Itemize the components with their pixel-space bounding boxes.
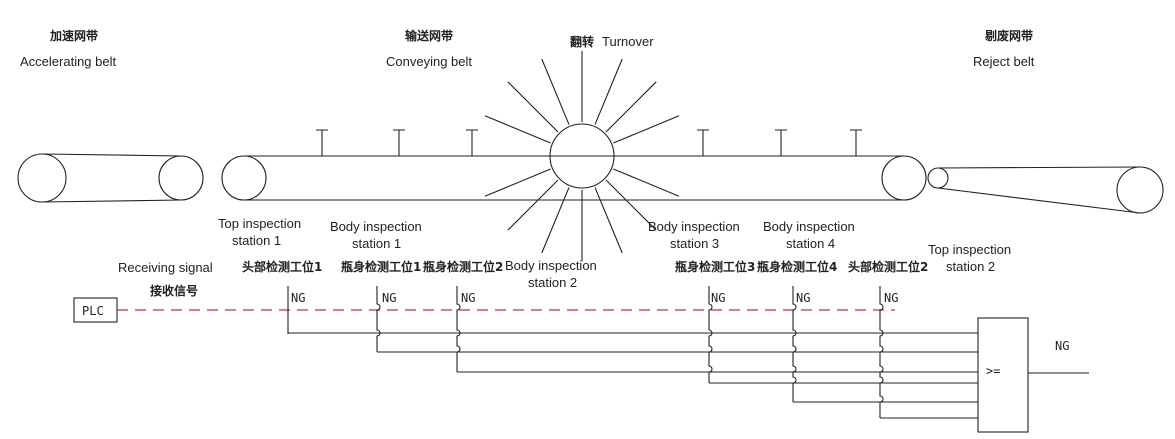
station-2-label-zh: 瓶身检测工位1 [341, 259, 421, 274]
conveying-belt [221, 155, 927, 201]
station-2-label-line1: Body inspection [330, 219, 422, 234]
station-1-label-line2: station 1 [232, 233, 281, 248]
turnover-spoke [613, 168, 680, 197]
station-5-label-line2: station 4 [786, 236, 835, 251]
turnover-spoke [605, 81, 657, 133]
turnover-spoke [594, 187, 623, 254]
reject-belt-label-zh: 剔废网带 [984, 28, 1033, 43]
turnover-spoke [541, 187, 570, 254]
receiving-signal-label-zh: 接收信号 [150, 283, 198, 298]
conveying-belt-label-zh: 输送网带 [405, 28, 453, 43]
turnover-wheel [477, 51, 687, 261]
station-2-label-line2: station 1 [352, 236, 401, 251]
reject-belt-label: Reject belt [973, 54, 1035, 69]
camera-markers [316, 129, 862, 156]
station-6-label-zh: 头部检测工位2 [848, 259, 928, 274]
accelerating-belt [17, 153, 204, 203]
ng-signal-wiring [287, 286, 978, 419]
station-5-label-line1: Body inspection [763, 219, 855, 234]
turnover-spoke [605, 179, 657, 231]
turnover-spoke [484, 168, 551, 197]
accelerating-belt-label-zh: 加速网带 [49, 28, 98, 43]
turnover-spoke [484, 115, 551, 144]
or-gate: >= NG [977, 317, 1089, 433]
ng-label-3: NG [461, 291, 475, 305]
accelerating-belt-label: Accelerating belt [20, 54, 116, 69]
reject-belt [927, 166, 1164, 214]
plc-box: PLC [73, 297, 118, 323]
ng-label-2: NG [382, 291, 396, 305]
station-3-label-line1: Body inspection [505, 258, 597, 273]
ng-output-label: NG [1055, 339, 1069, 353]
turnover-label-zh: 翻转 [570, 34, 594, 49]
station-3-label-line2: station 2 [528, 275, 577, 290]
station-4-label-line1: Body inspection [648, 219, 740, 234]
gate-label: >= [986, 364, 1000, 378]
station-6-label-line2: station 2 [946, 259, 995, 274]
ng-label-6: NG [884, 291, 898, 305]
station-1-label-zh: 头部检测工位1 [242, 259, 322, 274]
station-4-label-zh: 瓶身检测工位3 [675, 259, 755, 274]
station-1-label-line1: Top inspection [218, 216, 301, 231]
turnover-spoke [507, 179, 559, 231]
turnover-spoke [613, 115, 680, 144]
plc-label: PLC [82, 304, 104, 318]
ng-label-5: NG [796, 291, 810, 305]
station-6-label-line1: Top inspection [928, 242, 1011, 257]
station-3-label-zh: 瓶身检测工位2 [423, 259, 503, 274]
conveying-belt-label: Conveying belt [386, 54, 472, 69]
turnover-spoke [541, 58, 570, 125]
receiving-signal-label: Receiving signal [118, 260, 213, 275]
turnover-spoke [507, 81, 559, 133]
station-5-label-zh: 瓶身检测工位4 [757, 259, 837, 274]
station-4-label-line2: station 3 [670, 236, 719, 251]
ng-label-1: NG [291, 291, 305, 305]
turnover-label: Turnover [602, 34, 654, 49]
turnover-spoke [594, 58, 623, 125]
ng-label-4: NG [711, 291, 725, 305]
